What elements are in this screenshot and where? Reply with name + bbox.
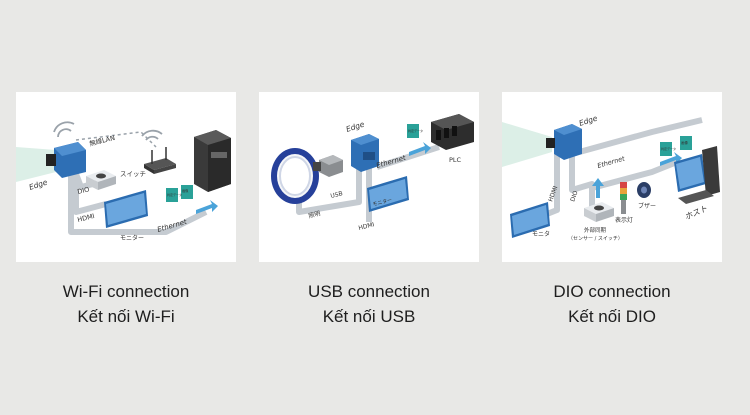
usb-diagram-card: Edge Ethernet 判定データ PLC 照明 USB モニター HDMI bbox=[259, 92, 479, 262]
plc-icon bbox=[431, 114, 474, 150]
ethernet-arrow-icon bbox=[409, 142, 431, 156]
label-switch: スイッチ bbox=[120, 170, 146, 178]
label-image: 画像 bbox=[182, 188, 189, 193]
usb-title: USB connection bbox=[308, 282, 430, 301]
wifi-caption: Wi-Fi connection Kết nối Wi-Fi bbox=[6, 279, 246, 329]
usb-camera-icon bbox=[313, 155, 343, 177]
usb-caption: USB connection Kết nối USB bbox=[249, 279, 489, 329]
label-ethernet: Ethernet bbox=[375, 154, 407, 170]
edge-camera-icon bbox=[546, 124, 582, 160]
wireless-links bbox=[75, 131, 157, 148]
label-result: 判定データ bbox=[167, 192, 182, 197]
label-result: 判定データ bbox=[661, 146, 676, 151]
label-monitor: モニター bbox=[120, 234, 144, 242]
dio-title: DIO connection bbox=[553, 282, 671, 301]
dio-diagram-card: Edge Ethernet 判定データ 画像 HDMI DIO モニタ 表示灯 … bbox=[502, 92, 722, 262]
label-dio: DIO bbox=[77, 185, 91, 196]
ring-light-icon bbox=[271, 148, 319, 204]
data-badge bbox=[407, 124, 419, 138]
label-monitor: モニター bbox=[372, 196, 393, 208]
dio-caption: DIO connection Kết nối DIO bbox=[492, 279, 732, 329]
edge-camera-icon bbox=[46, 142, 86, 178]
label-usb: USB bbox=[330, 190, 344, 200]
router-icon bbox=[144, 147, 176, 174]
label-hdmi: HDMI bbox=[77, 212, 96, 224]
data-badge-result bbox=[660, 142, 672, 156]
label-edge: Edge bbox=[28, 177, 49, 192]
trigger-arrow-icon bbox=[592, 178, 604, 198]
wifi-subtitle: Kết nối Wi-Fi bbox=[77, 307, 175, 326]
label-host: ホスト bbox=[683, 204, 709, 222]
switch-icon bbox=[86, 170, 116, 190]
label-image: 画像 bbox=[681, 140, 689, 145]
dio-subtitle: Kết nối DIO bbox=[568, 307, 656, 326]
ethernet-arrow-icon bbox=[196, 200, 218, 214]
label-monitor: モニタ bbox=[532, 230, 550, 238]
label-dio: DIO bbox=[569, 190, 579, 203]
indicator-lamp-icon bbox=[620, 182, 627, 214]
usb-subtitle: Kết nối USB bbox=[322, 307, 416, 326]
edge-camera-icon bbox=[351, 134, 379, 172]
camera-beam bbox=[502, 122, 552, 167]
label-hdmi: HDMI bbox=[358, 221, 376, 232]
label-edge: Edge bbox=[345, 119, 366, 134]
dio-diagram: Edge Ethernet 判定データ 画像 HDMI DIO モニタ 表示灯 … bbox=[502, 113, 720, 242]
buzzer-icon bbox=[637, 182, 651, 198]
data-badges bbox=[166, 185, 193, 202]
label-external-trigger: 外部同期 bbox=[584, 226, 607, 234]
wifi-diagram: 無線LAN Edge DIO スイッチ HDMI モニター Ethernet 画… bbox=[16, 121, 231, 242]
label-result: 判定データ bbox=[408, 128, 423, 133]
label-plc: PLC bbox=[449, 156, 462, 164]
monitor-icon bbox=[510, 202, 550, 238]
server-icon bbox=[194, 130, 231, 192]
label-buzzer: ブザー bbox=[638, 202, 656, 210]
usb-diagram: Edge Ethernet 判定データ PLC 照明 USB モニター HDMI bbox=[271, 114, 474, 232]
wifi-icon bbox=[53, 121, 163, 141]
label-ethernet: Ethernet bbox=[596, 154, 626, 170]
label-sensor-switch: （センサー / スイッチ） bbox=[568, 236, 623, 242]
monitor-icon bbox=[104, 190, 148, 228]
label-edge: Edge bbox=[578, 113, 599, 128]
label-lighting: 照明 bbox=[308, 210, 321, 220]
host-pc-icon bbox=[674, 146, 720, 204]
monitor-icon bbox=[367, 176, 409, 212]
trigger-switch-icon bbox=[584, 202, 614, 222]
label-wireless: 無線LAN bbox=[88, 133, 116, 148]
wifi-title: Wi-Fi connection bbox=[62, 282, 190, 301]
wifi-diagram-card: 無線LAN Edge DIO スイッチ HDMI モニター Ethernet 画… bbox=[16, 92, 236, 262]
label-indicator: 表示灯 bbox=[615, 216, 633, 224]
data-badge-image bbox=[680, 136, 692, 150]
